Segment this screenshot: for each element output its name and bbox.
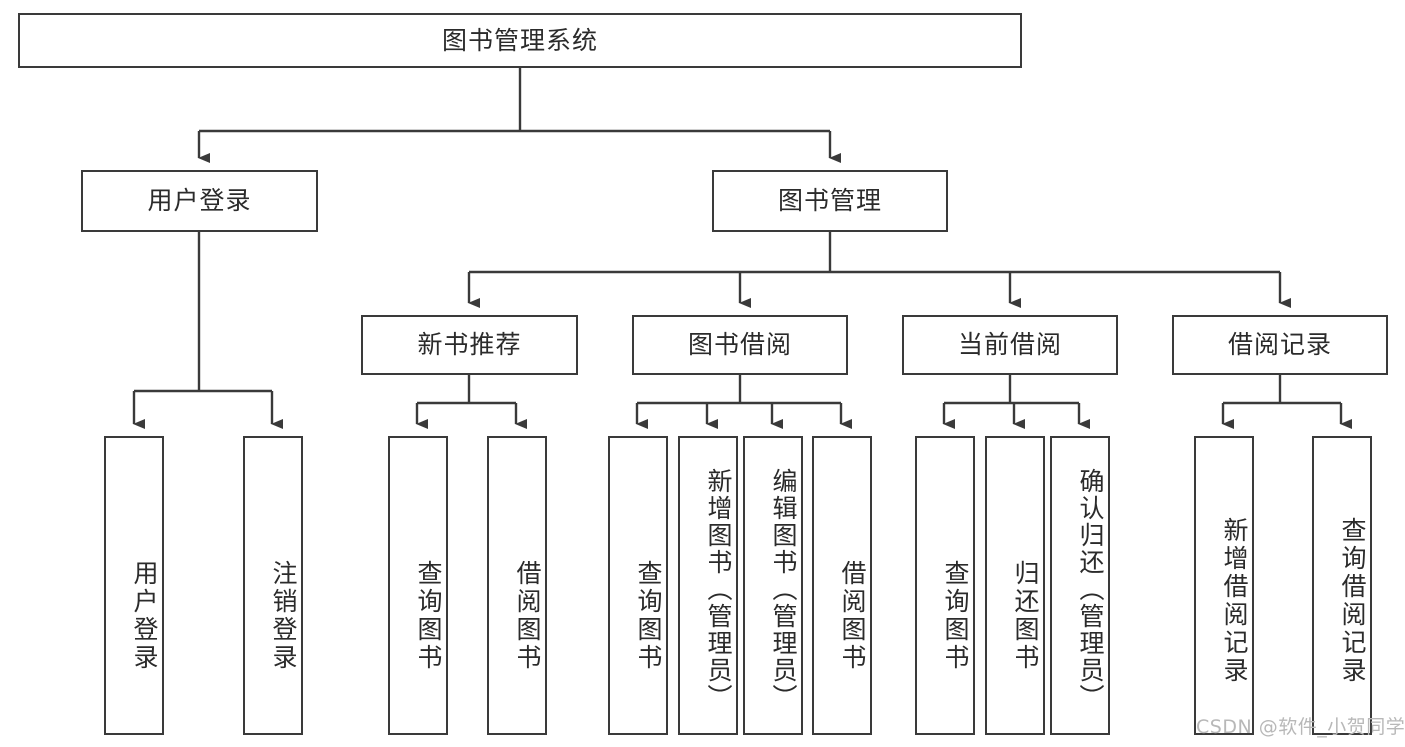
node-user-login-label: 用户登录 (147, 186, 252, 216)
leaf-edit-book-admin-label: 编辑图书（管理员） (769, 468, 798, 711)
node-book-manage[interactable]: 图书管理 (712, 170, 948, 232)
leaf-query-book-2[interactable]: 查询图书 (608, 436, 668, 735)
leaf-query-book-3[interactable]: 查询图书 (915, 436, 975, 735)
node-new-book-recommend-label: 新书推荐 (417, 330, 522, 360)
node-book-borrow-label: 图书借阅 (687, 330, 792, 360)
watermark: CSDN @软件_小贺同学 (1196, 716, 1405, 738)
node-current-borrow-label: 当前借阅 (957, 330, 1062, 360)
leaf-return-book[interactable]: 归还图书 (985, 436, 1045, 735)
node-root[interactable]: 图书管理系统 (18, 13, 1022, 68)
node-borrow-record-label: 借阅记录 (1227, 330, 1332, 360)
leaf-borrow-book-2-label: 借阅图书 (838, 559, 867, 672)
leaf-borrow-book-1[interactable]: 借阅图书 (487, 436, 547, 735)
node-user-login[interactable]: 用户登录 (81, 170, 318, 232)
leaf-add-borrow-record-label: 新增借阅记录 (1220, 516, 1249, 685)
leaf-logout-login-label: 注销登录 (269, 559, 298, 672)
leaf-confirm-return-admin-label: 确认归还（管理员） (1076, 468, 1105, 711)
leaf-query-book-3-label: 查询图书 (941, 559, 970, 672)
leaf-edit-book-admin[interactable]: 编辑图书（管理员） (743, 436, 803, 735)
leaf-add-borrow-record[interactable]: 新增借阅记录 (1194, 436, 1254, 735)
node-current-borrow[interactable]: 当前借阅 (902, 315, 1118, 375)
leaf-query-book-1[interactable]: 查询图书 (388, 436, 448, 735)
leaf-query-borrow-record-label: 查询借阅记录 (1338, 516, 1367, 685)
leaf-user-login[interactable]: 用户登录 (104, 436, 164, 735)
node-root-label: 图书管理系统 (441, 25, 598, 55)
node-new-book-recommend[interactable]: 新书推荐 (361, 315, 578, 375)
leaf-confirm-return-admin[interactable]: 确认归还（管理员） (1050, 436, 1110, 735)
leaf-return-book-label: 归还图书 (1011, 559, 1040, 672)
node-borrow-record[interactable]: 借阅记录 (1172, 315, 1388, 375)
leaf-query-borrow-record[interactable]: 查询借阅记录 (1312, 436, 1372, 735)
node-book-manage-label: 图书管理 (777, 186, 882, 216)
leaf-borrow-book-2[interactable]: 借阅图书 (812, 436, 872, 735)
node-book-borrow[interactable]: 图书借阅 (632, 315, 848, 375)
leaf-user-login-label: 用户登录 (130, 559, 159, 672)
leaf-borrow-book-1-label: 借阅图书 (513, 559, 542, 672)
leaf-add-book-admin[interactable]: 新增图书（管理员） (678, 436, 738, 735)
leaf-add-book-admin-label: 新增图书（管理员） (704, 468, 733, 711)
leaf-query-book-2-label: 查询图书 (634, 559, 663, 672)
leaf-logout-login[interactable]: 注销登录 (243, 436, 303, 735)
leaf-query-book-1-label: 查询图书 (414, 559, 443, 672)
